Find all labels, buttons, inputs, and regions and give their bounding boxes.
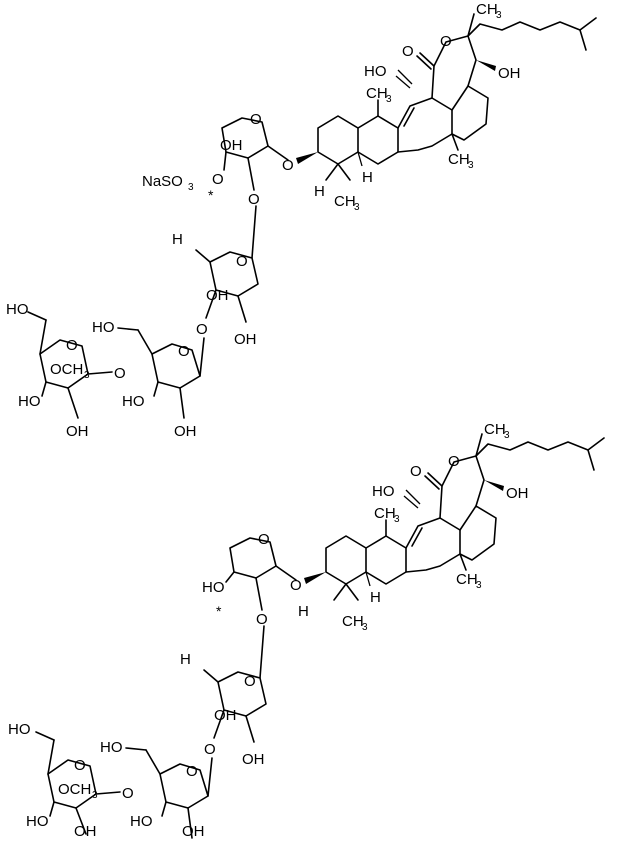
xylose-o4-label: O [212, 171, 224, 188]
glucose-ring [117, 327, 205, 419]
methylglucose-oh2-label: OH [66, 423, 89, 440]
o-c3-label: O [290, 577, 302, 594]
sulfate-label: NaSO [142, 173, 183, 190]
methylglucose-ho6-label: HO [6, 301, 29, 318]
ch3-c18-label: CH [448, 151, 470, 168]
ch3-c4b-label: CH [342, 613, 364, 630]
methylglucose-oh2-label: OH [74, 823, 97, 840]
ch3-c19-label: CH [374, 505, 396, 522]
methylglucose-oh3-label: HO [26, 813, 49, 830]
quinovose-ring [203, 625, 267, 743]
ch3-c4b-sub: 3 [354, 202, 360, 213]
ch3-c4a-label: H [314, 183, 325, 200]
ring-o-label: O [440, 33, 452, 50]
oh-c12-label: HO [372, 483, 395, 500]
ch3-c19-label: CH [366, 85, 388, 102]
methylglucose-ring [35, 731, 121, 835]
ch3-c18-sub: 3 [476, 580, 482, 591]
glucose-o5-label: O [186, 763, 198, 780]
ring-o-label: O [448, 453, 460, 470]
o-link3-label: O [114, 365, 126, 382]
o-link1-label: O [256, 611, 268, 628]
methylglucose-ring [27, 311, 113, 419]
ch3-c20-sub: 3 [504, 430, 510, 441]
methylglucose-o5-label: O [66, 337, 78, 354]
glucose-oh3-label: HO [122, 393, 145, 410]
ch3-c18-sub: 3 [468, 160, 474, 171]
methylglucose-och3-sub: 3 [84, 370, 90, 381]
methylglucose-och3-label: OCH [58, 781, 91, 798]
methylglucose-och3-sub: 3 [92, 790, 98, 801]
ch3-c20-label: CH [484, 421, 506, 438]
xylose-o5-label: O [250, 111, 262, 128]
quinovose-ch3-label: H [180, 651, 191, 668]
glucose-oh2-label: OH [174, 423, 197, 440]
lactone-o-label: O [402, 43, 414, 60]
glucose-ring [125, 747, 213, 839]
aglycone [304, 433, 605, 601]
ch3-c18-label: CH [456, 571, 478, 588]
quinovose-o5-label: O [236, 253, 248, 270]
quinovose-oh2-label: OH [242, 751, 265, 768]
xylose-oh-label: OH [220, 137, 243, 154]
quinovose-oh3-label: OH [206, 287, 229, 304]
quinovose-ch3-label: H [172, 231, 183, 248]
xylose-ho-label: HO [202, 579, 225, 596]
o-link2-label: O [196, 321, 208, 338]
molecule-desulfated: HO O O CH 3 OH CH 3 CH 3 H H CH 3 O O HO… [8, 421, 605, 840]
ch3-c4b-label: CH [334, 193, 356, 210]
molecule-sulfated: HO O O CH 3 OH CH 3 CH 3 H H CH 3 O O OH… [6, 1, 597, 440]
xylose-o5-label: O [258, 531, 270, 548]
methylglucose-oh3-label: HO [18, 393, 41, 410]
quinovose-oh3-label: OH [214, 707, 237, 724]
h-c5-label: H [362, 169, 373, 186]
ch3-c4b-sub: 3 [362, 622, 368, 633]
methylglucose-och3-label: OCH [50, 361, 83, 378]
lactone-o-label: O [410, 463, 422, 480]
quinovose-oh2-label: OH [234, 331, 257, 348]
oh-c17-label: OH [506, 485, 529, 502]
ch3-c19-sub: 3 [394, 514, 400, 525]
sulfate-sub: 3 [188, 182, 194, 193]
xylose-ring [225, 537, 297, 611]
o-link1-label: O [248, 191, 260, 208]
o-link3-label: O [122, 785, 134, 802]
o-link2-label: O [204, 741, 216, 758]
methylglucose-o5-label: O [74, 757, 86, 774]
quinovose-o5-label: O [244, 673, 256, 690]
glucose-ho6-label: HO [92, 319, 115, 336]
ch3-c20-label: CH [476, 1, 498, 18]
ch3-c4a-label: H [298, 603, 309, 620]
glucose-oh2-label: OH [182, 823, 205, 840]
glucose-ho6-label: HO [100, 739, 123, 756]
xylose-ring [221, 117, 289, 191]
ch3-c20-sub: 3 [496, 10, 502, 21]
oh-c12-label: HO [364, 63, 387, 80]
o-c3-label: O [282, 157, 294, 174]
aglycone [296, 13, 597, 181]
oh-c17-label: OH [498, 65, 521, 82]
ch3-c19-sub: 3 [386, 94, 392, 105]
xylose-star: * [208, 187, 214, 203]
glucose-oh3-label: HO [130, 813, 153, 830]
glucose-o5-label: O [178, 343, 190, 360]
xylose-star: * [216, 603, 222, 619]
quinovose-ring [195, 205, 259, 323]
methylglucose-ho6-label: HO [8, 721, 31, 738]
h-c5-label: H [370, 589, 381, 606]
